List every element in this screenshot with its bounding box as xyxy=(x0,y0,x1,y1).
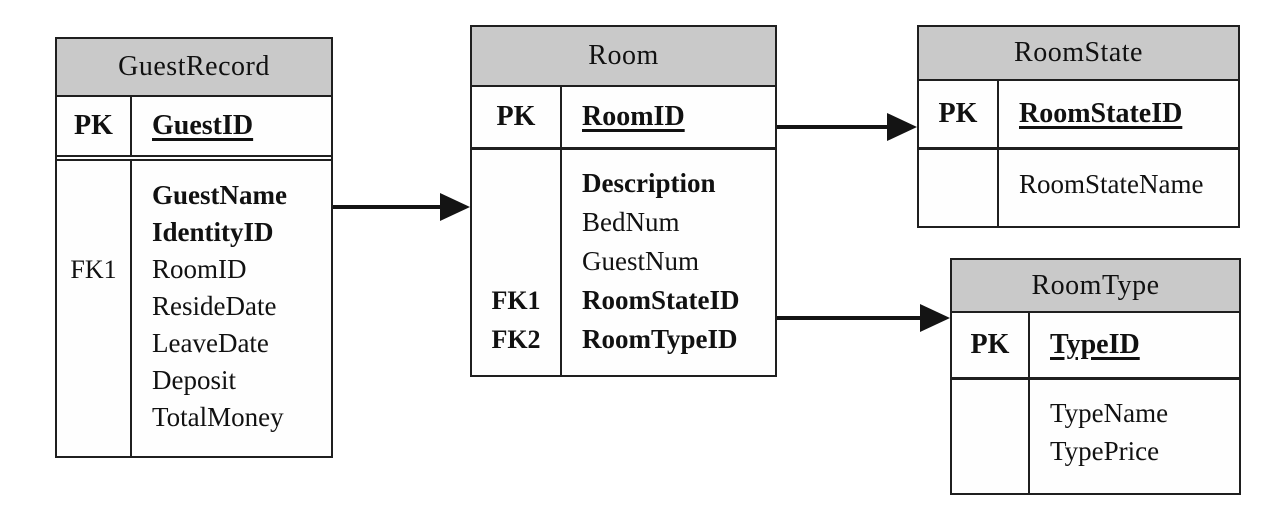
fk-cell xyxy=(952,394,1028,432)
pk-field: TypeID xyxy=(1050,329,1140,360)
field-name: RoomStateID xyxy=(582,285,740,315)
field-row: TypeName xyxy=(952,394,1239,432)
fk-cell xyxy=(57,288,130,325)
fk-cell: FK2 xyxy=(491,325,541,354)
field-name: BedNum xyxy=(582,207,680,237)
entity-title: RoomType xyxy=(952,260,1239,313)
pk-badge: PK xyxy=(57,97,132,155)
arrow-line xyxy=(777,125,889,129)
pk-field: RoomID xyxy=(582,101,685,132)
field-name: RoomTypeID xyxy=(582,324,738,354)
field-row: FK1 RoomID xyxy=(57,251,331,288)
pk-badge: PK xyxy=(919,81,999,147)
fk-cell xyxy=(57,177,130,214)
field-row: GuestNum xyxy=(472,242,775,281)
column-divider xyxy=(997,150,999,226)
field-row: RoomStateName xyxy=(919,166,1238,203)
field-row: TotalMoney xyxy=(57,399,331,436)
pk-badge: PK xyxy=(952,313,1030,377)
entity-title: Room xyxy=(472,27,775,87)
arrow-line xyxy=(333,205,442,209)
field-name: GuestName xyxy=(152,180,287,210)
fk-cell xyxy=(472,203,560,242)
field-row: GuestName xyxy=(57,177,331,214)
pk-row: PK TypeID xyxy=(952,313,1239,380)
field-name: RoomStateName xyxy=(1019,169,1204,199)
fk-cell xyxy=(472,164,560,203)
arrow-head xyxy=(440,193,470,221)
field-name: TypeName xyxy=(1050,398,1169,428)
field-row: TypePrice xyxy=(952,432,1239,470)
field-row: IdentityID xyxy=(57,214,331,251)
column-divider xyxy=(130,161,132,456)
field-row: FK1 RoomStateID xyxy=(472,281,775,320)
entity-roomstate: RoomState PK RoomStateID RoomStateName xyxy=(917,25,1240,228)
field-name: Deposit xyxy=(152,365,236,395)
field-name: Description xyxy=(582,168,716,198)
arrow-line xyxy=(777,316,922,320)
fk-cell xyxy=(57,399,130,436)
pk-row: PK GuestID xyxy=(57,97,331,161)
fk-cell xyxy=(57,362,130,399)
field-row: LeaveDate xyxy=(57,325,331,362)
fk-cell: FK1 xyxy=(70,255,117,284)
pk-row: PK RoomID xyxy=(472,87,775,150)
field-row: FK2 RoomTypeID xyxy=(472,320,775,359)
field-name: IdentityID xyxy=(152,217,274,247)
fk-cell xyxy=(919,166,997,203)
arrow-head xyxy=(887,113,917,141)
pk-field: RoomStateID xyxy=(1019,98,1183,129)
pk-badge: PK xyxy=(472,87,562,147)
pk-field: GuestID xyxy=(152,110,254,141)
entity-body: RoomStateName xyxy=(919,150,1238,226)
fk-cell xyxy=(472,242,560,281)
fk-cell xyxy=(57,325,130,362)
arrow-head xyxy=(920,304,950,332)
field-name: ResideDate xyxy=(152,291,277,321)
field-name: GuestNum xyxy=(582,246,699,276)
field-name: TypePrice xyxy=(1050,436,1160,466)
field-name: RoomID xyxy=(152,254,247,284)
field-row: ResideDate xyxy=(57,288,331,325)
entity-title: GuestRecord xyxy=(57,39,331,97)
column-divider xyxy=(560,150,562,375)
field-row: Description xyxy=(472,164,775,203)
field-row: BedNum xyxy=(472,203,775,242)
pk-row: PK RoomStateID xyxy=(919,81,1238,150)
field-row: Deposit xyxy=(57,362,331,399)
fk-cell xyxy=(57,214,130,251)
field-name: LeaveDate xyxy=(152,328,269,358)
fk-cell: FK1 xyxy=(491,286,541,315)
column-divider xyxy=(1028,380,1030,493)
fk-cell xyxy=(952,432,1028,470)
entity-title: RoomState xyxy=(919,27,1238,81)
field-name: TotalMoney xyxy=(152,402,284,432)
